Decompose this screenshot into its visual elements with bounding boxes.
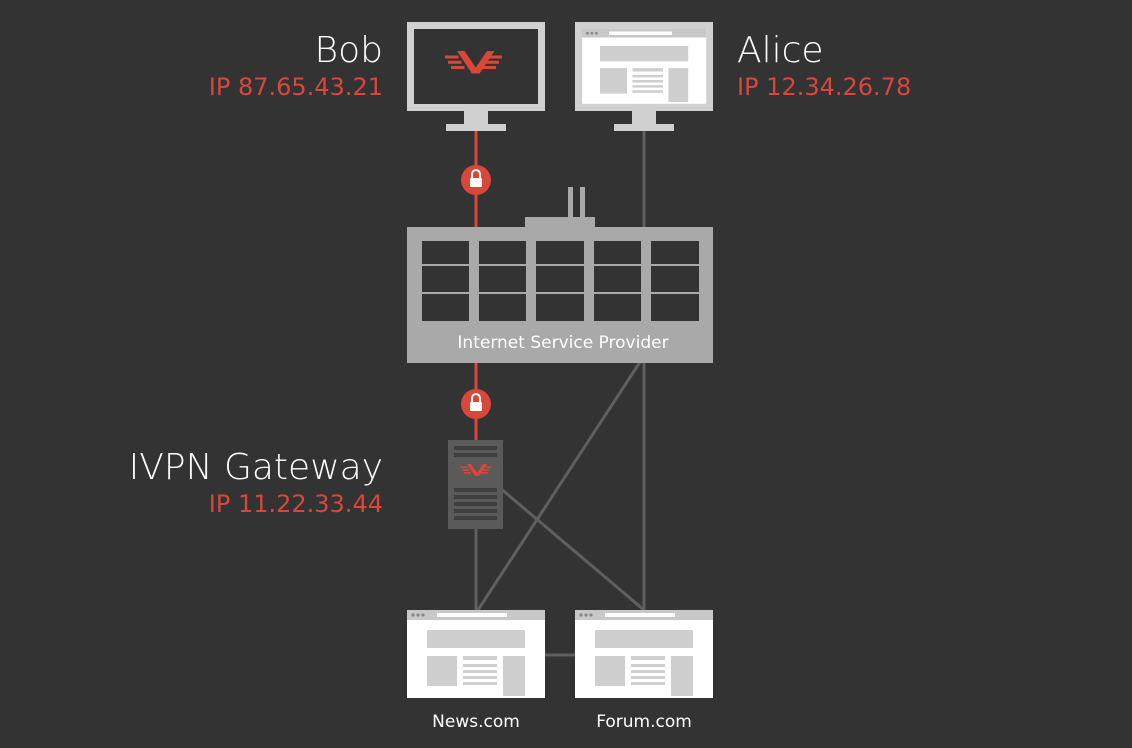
news-label: News.com [432, 712, 520, 732]
lock-icon [460, 164, 492, 196]
bob-name: Bob [315, 30, 383, 71]
browser-window-icon [582, 29, 707, 104]
link-isp-news [476, 361, 642, 611]
isp-label: Internet Service Provider [457, 333, 668, 353]
link-gateway-forum [499, 486, 645, 612]
alice-name: Alice [737, 30, 824, 71]
isp-router: Internet Service Provider [407, 187, 713, 363]
alice-monitor [575, 22, 713, 131]
gateway-name: IVPN Gateway [129, 447, 383, 488]
alice-ip: IP 12.34.26.78 [737, 73, 911, 101]
browser-window-icon [575, 610, 713, 698]
news-site: News.com [407, 610, 545, 732]
bob-ip: IP 87.65.43.21 [209, 73, 383, 101]
lock-icon [460, 388, 492, 420]
forum-site: Forum.com [575, 610, 713, 732]
forum-label: Forum.com [596, 712, 692, 732]
plain-links [474, 130, 646, 657]
router-icon [525, 217, 595, 227]
bob-monitor [407, 22, 545, 131]
gateway-ip: IP 11.22.33.44 [209, 490, 383, 518]
isp-grid [422, 241, 699, 321]
ivpn-gateway-server [448, 440, 503, 529]
browser-window-icon [407, 610, 545, 698]
